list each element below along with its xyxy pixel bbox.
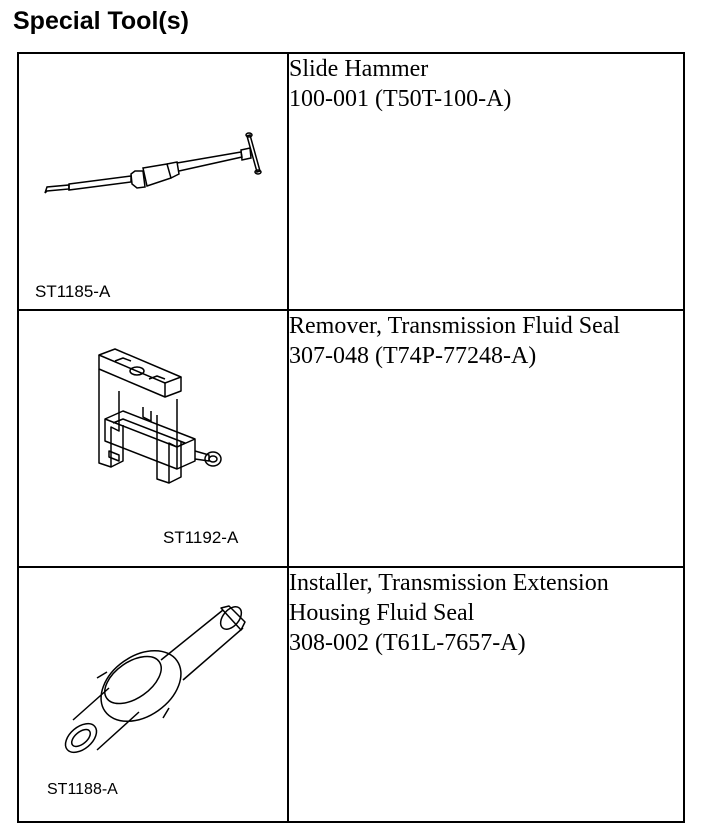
tool-image-cell: ST1185-A <box>17 52 289 311</box>
tool-name: Remover, Transmission Fluid Seal <box>289 313 621 339</box>
tool-number: 308-002 (T61L-7657-A) <box>289 630 526 656</box>
tool-number: 100-001 (T50T-100-A) <box>289 86 512 112</box>
tool-name: Installer, Transmission Extension Housin… <box>289 570 609 626</box>
tool-name: Slide Hammer <box>289 56 429 82</box>
seal-remover-illustration <box>98 348 222 484</box>
seal-installer-illustration <box>64 605 246 754</box>
tool-image-cell: ST1188-A <box>17 566 289 823</box>
special-tools-table: ST1185-A Slide Hammer 100-001 (T50T-100-… <box>17 52 685 823</box>
slide-hammer-illustration <box>44 132 262 194</box>
tool-code-label: ST1188-A <box>47 781 118 798</box>
table-row: ST1185-A Slide Hammer 100-001 (T50T-100-… <box>17 52 685 311</box>
page-title: Special Tool(s) <box>13 7 189 35</box>
table-row: ST1192-A Remover, Transmission Fluid Sea… <box>17 309 685 568</box>
tool-code-label: ST1192-A <box>163 528 239 547</box>
tool-description-cell: Remover, Transmission Fluid Seal 307-048… <box>287 309 685 568</box>
tool-code-label: ST1185-A <box>35 282 111 301</box>
table-row: ST1188-A Installer, Transmission Extensi… <box>17 566 685 823</box>
tool-number: 307-048 (T74P-77248-A) <box>289 343 537 369</box>
tool-image-cell: ST1192-A <box>17 309 289 568</box>
tool-description-cell: Installer, Transmission Extension Housin… <box>287 566 685 823</box>
tool-description-cell: Slide Hammer 100-001 (T50T-100-A) <box>287 52 685 311</box>
